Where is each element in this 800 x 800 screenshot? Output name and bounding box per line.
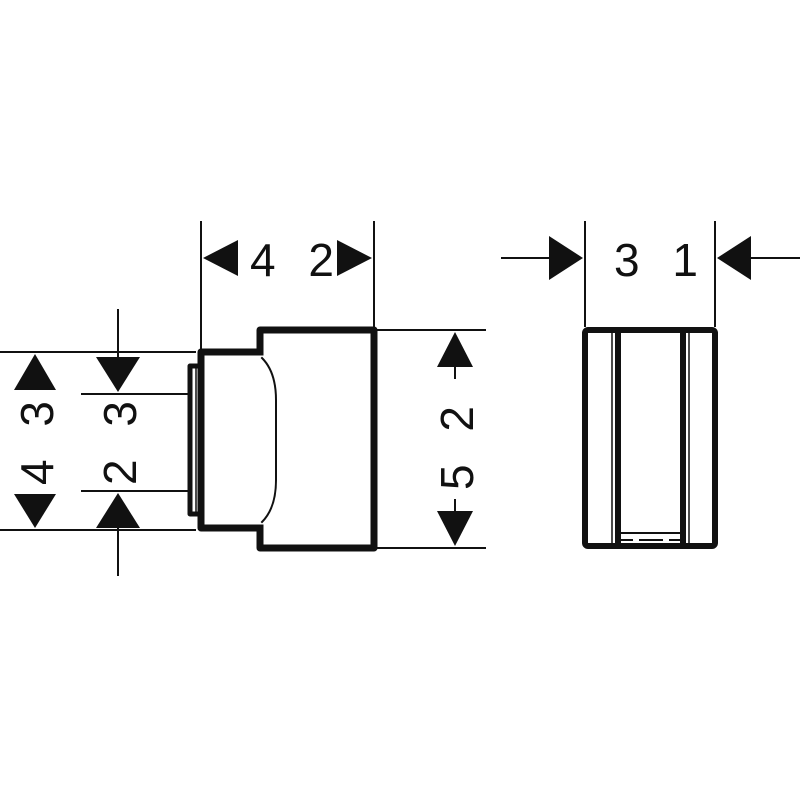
dimension-52 [375, 332, 486, 549]
dimension-31 [501, 221, 800, 327]
arrow-down-icon [96, 357, 140, 392]
dimension-label-23: 2 3 [94, 391, 146, 485]
dimension-label-43: 4 3 [11, 391, 63, 485]
arrow-down-icon [14, 494, 56, 528]
arrow-up-icon [14, 354, 56, 390]
dimension-label-31: 3 1 [614, 234, 708, 286]
arrow-right-icon [337, 240, 372, 276]
dimension-42 [200, 221, 375, 351]
arrow-left-icon [717, 236, 751, 280]
arrow-right-icon [549, 236, 583, 280]
front-view [582, 327, 718, 549]
arrow-down-icon [437, 511, 473, 546]
dimension-23 [81, 309, 189, 576]
arrow-up-icon [437, 332, 473, 367]
arrow-left-icon [203, 240, 238, 276]
dimension-43 [0, 351, 196, 531]
arrow-up-icon [96, 493, 140, 528]
side-view [187, 326, 486, 552]
dimension-label-42: 4 2 [250, 234, 344, 286]
dimension-label-52: 5 2 [431, 396, 483, 490]
